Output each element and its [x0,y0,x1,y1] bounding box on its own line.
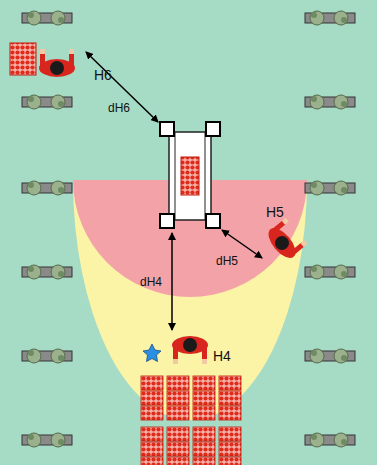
distance-arrow [171,233,173,330]
planter-rows [22,11,355,447]
crate [193,457,215,465]
crate [193,427,215,441]
planter [22,349,72,363]
planter [22,181,72,195]
crate [141,427,163,441]
distance-label: dH5 [216,255,238,267]
crate [141,391,163,405]
planter [22,11,72,25]
crate [141,442,163,456]
planter [22,265,72,279]
crate [219,427,241,441]
crate [167,442,189,456]
distance-arrow [222,230,262,258]
human-h5 [264,217,309,263]
crate [193,376,215,390]
planter [305,265,355,279]
crate [219,391,241,405]
planter [22,433,72,447]
crate [167,457,189,465]
crate [141,406,163,420]
crate [219,442,241,456]
human-label: H4 [213,349,231,363]
crate [193,442,215,456]
planter [305,349,355,363]
human-label: H5 [266,205,284,219]
crate [219,406,241,420]
distance-arrow [86,52,158,122]
crate [219,457,241,465]
robot [160,122,220,228]
crate [219,376,241,390]
human-label: H6 [94,68,112,82]
crate [141,376,163,390]
planter [305,95,355,109]
planter [305,433,355,447]
crate [167,427,189,441]
human-h6 [10,43,75,77]
planter [305,181,355,195]
star-marker [143,344,161,362]
crate [167,391,189,405]
distance-label: dH6 [108,102,130,114]
crate [141,457,163,465]
planter [22,95,72,109]
planter [305,11,355,25]
crate [167,376,189,390]
crate [193,406,215,420]
human-h4 [172,336,208,364]
crate [193,391,215,405]
crate [167,406,189,420]
distance-label: dH4 [140,276,162,288]
crate-stacks [141,376,241,465]
